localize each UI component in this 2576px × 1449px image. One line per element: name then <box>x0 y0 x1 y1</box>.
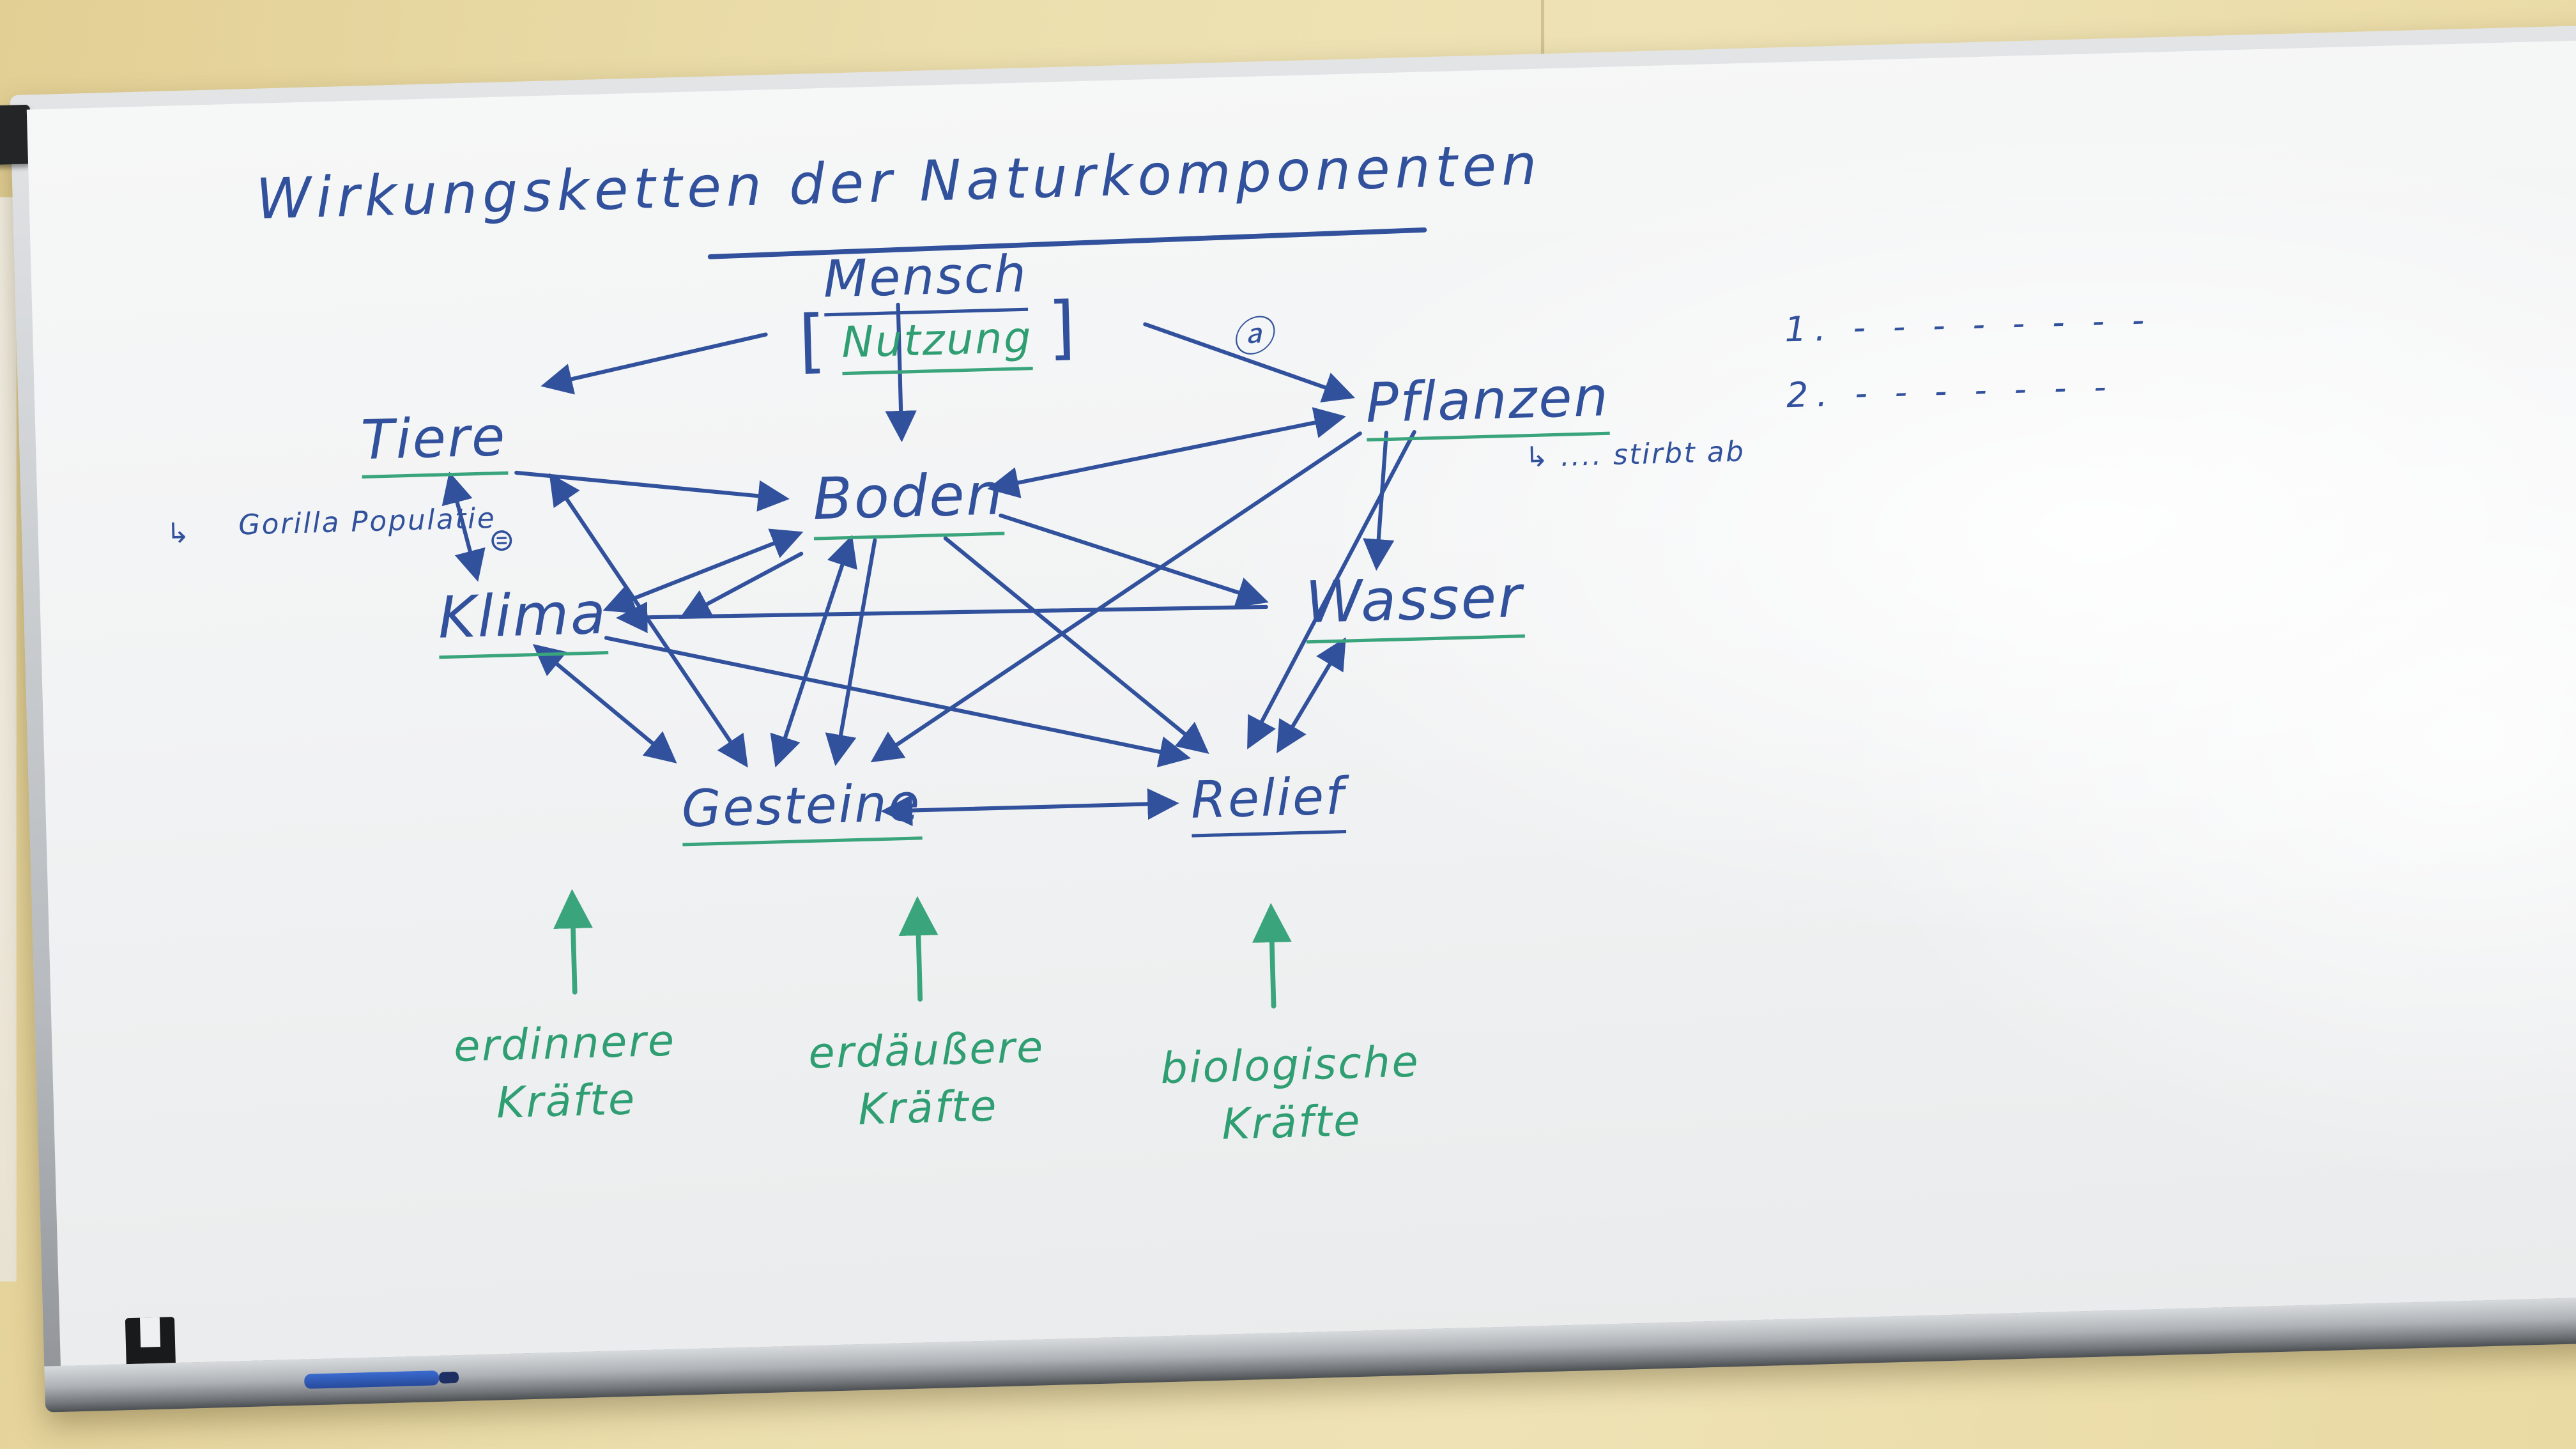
arrow-boden-wasser <box>999 513 1269 608</box>
arrow-tiere-klima <box>441 471 486 582</box>
arrow-klima-gesteine <box>532 643 677 763</box>
arrow-mensch-boden <box>885 302 917 443</box>
arrow-boden-klima-2 <box>678 551 804 619</box>
force-line1: erdinnere <box>453 1017 677 1073</box>
arrow-pflanzen-gesteine <box>870 431 1362 763</box>
arrow-relief-wasser <box>1276 637 1346 754</box>
node-nutzung: Nutzung <box>841 314 1034 376</box>
nutzung-bracket-left: [ <box>797 300 829 381</box>
force-label-erdinnere: erdinnere Kräfte <box>416 1013 715 1137</box>
arrow-boden-relief <box>943 536 1209 755</box>
circled-a-icon: ⓐ <box>1230 312 1275 362</box>
arrow-boden-gesteine <box>770 535 857 768</box>
green-up-arrow-icon <box>1252 903 1292 1009</box>
arrow-wasser-klima <box>616 601 1268 633</box>
blue-marker <box>304 1370 440 1389</box>
blue-arrows-group <box>441 302 1416 827</box>
force-label-erdaeussere: erdäußere Kräfte <box>778 1020 1077 1143</box>
node-wasser: Wasser <box>1305 565 1524 644</box>
arrow-boden-gesteine-2 <box>825 538 877 767</box>
force-line1: biologische <box>1160 1038 1421 1095</box>
arrow-tiere-gesteine <box>549 473 748 768</box>
wall-edge-strip <box>0 197 17 1282</box>
diagram-content: Wirkungsketten der Naturkomponenten Mens… <box>43 54 2576 1366</box>
force-label-biologische: biologische Kräfte <box>1133 1034 1448 1158</box>
force-line1: erdäußere <box>808 1023 1045 1080</box>
force-line2: Kräfte <box>496 1076 637 1130</box>
force-line2: Kräfte <box>1221 1097 1362 1151</box>
circled-mark-icon: ⊜ <box>488 522 518 559</box>
arrow-boden-pflanzen <box>987 407 1346 498</box>
arrow-gesteine-relief <box>880 788 1179 827</box>
nutzung-bracket-right: ] <box>1046 286 1078 368</box>
green-up-arrow-icon <box>898 896 939 1002</box>
node-pflanzen: Pflanzen <box>1365 364 1611 442</box>
node-relief: Relief <box>1190 767 1346 838</box>
whiteboard: Wirkungsketten der Naturkomponenten Mens… <box>0 23 2576 1413</box>
whiteboard-surface: Wirkungsketten der Naturkomponenten Mens… <box>26 38 2576 1366</box>
arrows-network-svg <box>441 302 1416 1009</box>
board-magnet <box>125 1317 176 1366</box>
gorilla-branch-arrow-icon: ↳ <box>165 518 192 551</box>
node-boden: Boden <box>812 463 1006 540</box>
node-mensch: Mensch <box>822 245 1029 317</box>
arrow-nutzung-tiere <box>540 332 768 395</box>
arrow-pflanzen-relief <box>1247 430 1416 749</box>
green-up-arrow-icon <box>553 889 593 995</box>
node-gesteine: Gesteine <box>680 774 923 847</box>
gorilla-population-note: Gorilla Populatie <box>238 503 496 543</box>
green-arrows-group <box>553 889 1292 1009</box>
node-tiere: Tiere <box>360 404 508 479</box>
arrow-pflanzen-wasser <box>1363 431 1395 571</box>
force-line2: Kräfte <box>857 1082 999 1136</box>
node-klima: Klima <box>437 582 609 659</box>
arrow-klima-relief <box>604 636 1192 768</box>
stirbt-ab-note: ↳ .... stirbt ab <box>1524 436 1746 475</box>
arrow-mensch-pflanzen <box>1143 322 1356 402</box>
